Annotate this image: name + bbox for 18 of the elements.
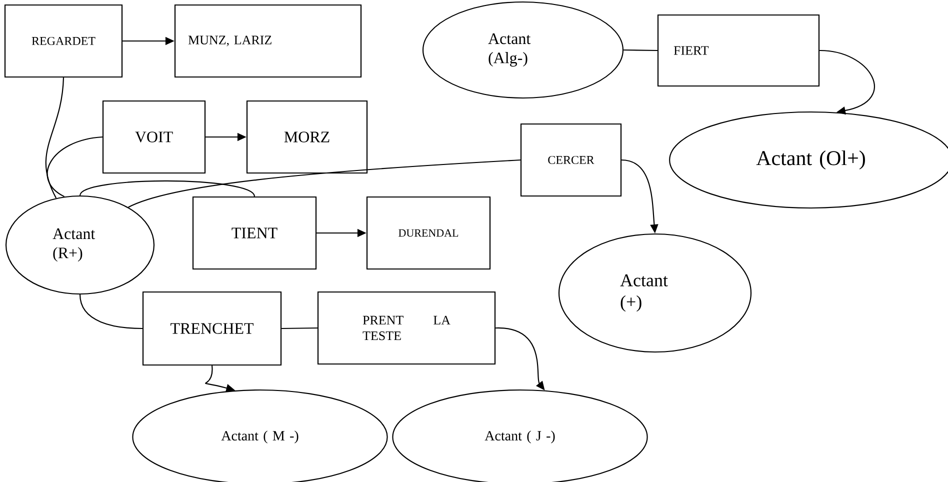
process-box: MUNZ, LARIZ	[174, 4, 362, 78]
process-box: FIERT	[657, 14, 820, 87]
process-box: PRENT LA TESTE	[317, 291, 496, 365]
connector-line	[46, 78, 64, 198]
process-box: TRENCHET	[142, 291, 282, 366]
process-box: MORZ	[246, 100, 368, 174]
connector-line	[79, 294, 142, 330]
connector-line	[128, 159, 520, 208]
process-box: CERCER	[520, 123, 622, 197]
connector-line	[282, 327, 318, 330]
connector-line	[46, 136, 103, 198]
process-box: VOIT	[102, 100, 206, 174]
connector-line	[624, 49, 658, 52]
process-box: REGARDET	[4, 4, 123, 78]
process-box: TIENT	[192, 196, 317, 270]
connector-line	[80, 180, 255, 197]
arrow	[820, 50, 875, 115]
process-box: DURENDAL	[366, 196, 491, 270]
